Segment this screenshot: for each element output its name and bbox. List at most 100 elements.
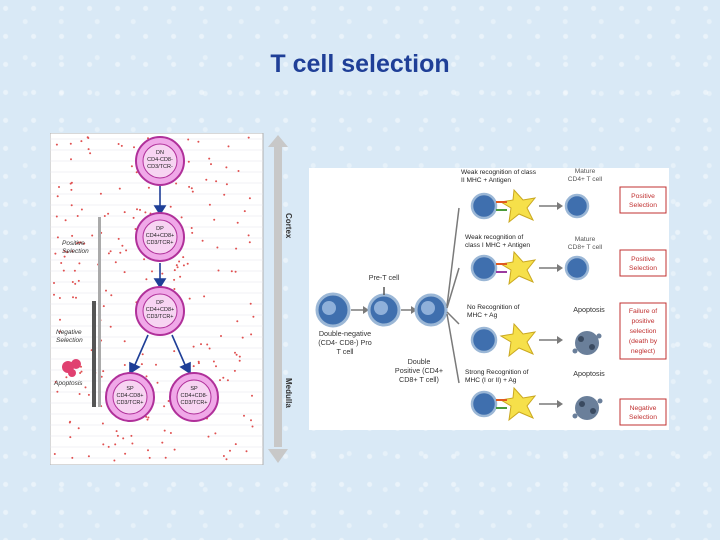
dot (68, 421, 71, 424)
dot (178, 260, 181, 263)
dot (173, 288, 176, 290)
svg-text:CD3/TCR+: CD3/TCR+ (180, 400, 207, 406)
dot (249, 302, 252, 305)
dot (59, 318, 61, 321)
dot (180, 216, 183, 219)
dot (164, 456, 167, 459)
row1-cell-interaction (470, 188, 537, 224)
dot (173, 278, 176, 281)
mature-cd4-label-2: CD4+ T cell (568, 176, 603, 183)
dot (76, 215, 79, 217)
cell-sp-left: SP CD4-CD8+ CD3/TCR+ (105, 372, 155, 422)
dot (190, 227, 193, 229)
dot (71, 234, 74, 237)
dot (135, 171, 138, 174)
dot (62, 269, 65, 272)
dot (216, 246, 219, 249)
dot (208, 203, 211, 206)
dot (144, 211, 147, 214)
svg-text:CD4-CD8+: CD4-CD8+ (116, 393, 143, 399)
cortex-label: Cortex (284, 213, 293, 239)
dot (99, 192, 102, 195)
dot (133, 146, 135, 149)
double-positive-cell (414, 293, 448, 327)
svg-text:neglect): neglect) (631, 348, 655, 355)
dot (107, 212, 110, 215)
thymus-selection-diagram: Cortex Medulla Positive Selection Negati… (49, 132, 294, 466)
dot (200, 343, 202, 346)
dot (234, 351, 236, 354)
cell-dp-2: DP CD4+CD8+ CD3/TCR+ (135, 286, 185, 336)
positive-selection-label-1: Positive (62, 240, 85, 247)
no-recognition-label-1: No Recognition of (467, 304, 520, 311)
svg-text:Positive: Positive (631, 193, 655, 200)
dot (130, 165, 133, 168)
dot (225, 458, 228, 461)
dot (173, 448, 176, 451)
dot (175, 182, 178, 185)
mature-cd8-cell (564, 255, 590, 281)
dot (80, 140, 83, 143)
dot (252, 315, 255, 318)
dot (79, 372, 82, 374)
negative-selection-box: Negative Selection (619, 398, 667, 426)
dot (125, 249, 128, 252)
dot (156, 381, 159, 384)
dot (136, 208, 138, 211)
dot (63, 255, 66, 258)
dot (123, 364, 126, 366)
strong-recognition-label-2: MHC (I or II) + Ag (465, 377, 517, 384)
svg-text:Failure of: Failure of (629, 308, 657, 315)
dot (146, 418, 149, 421)
dot (241, 336, 244, 339)
dot (71, 456, 74, 459)
dot (222, 376, 225, 379)
mature-cd8-label-1: Mature (575, 236, 596, 243)
dot (197, 360, 200, 363)
dot (63, 250, 66, 252)
dot (71, 250, 74, 253)
dot (247, 136, 250, 139)
mature-cd4-cell (564, 193, 590, 219)
double-positive-label-2: Positive (CD4+ (395, 366, 443, 375)
dot (54, 252, 57, 255)
dot (102, 370, 105, 373)
svg-text:positive: positive (631, 318, 654, 325)
positive-selection-bar (98, 217, 101, 407)
dot (55, 143, 58, 146)
dot (64, 219, 67, 222)
dot (191, 190, 194, 193)
dot (226, 379, 229, 382)
double-negative-label-2: (CD4- CD8-) Pro (318, 338, 372, 347)
failure-positive-selection-box: Failure of positive selection (death by … (619, 302, 667, 360)
dot (173, 269, 176, 272)
dot (173, 350, 176, 353)
negative-selection-label-2: Selection (56, 337, 83, 344)
dot (55, 215, 58, 218)
dot (235, 353, 238, 356)
svg-text:selection: selection (630, 328, 657, 335)
dot (169, 432, 172, 434)
dot (201, 239, 204, 242)
medulla-label: Medulla (284, 378, 293, 408)
dot (236, 320, 239, 323)
dot (65, 376, 68, 379)
dot (233, 369, 236, 372)
svg-text:Selection: Selection (629, 265, 657, 272)
dot (237, 170, 240, 172)
dot (121, 244, 124, 247)
dot (58, 186, 60, 188)
dot (79, 241, 82, 244)
dot (84, 386, 87, 389)
dot (187, 160, 190, 163)
svg-text:CD3/TCR+: CD3/TCR+ (146, 240, 173, 246)
dot (109, 250, 112, 253)
negative-selection-label-1: Negative (56, 329, 82, 336)
slide-title: T cell selection (270, 50, 450, 78)
dot (87, 137, 90, 139)
dot (66, 251, 69, 254)
dot (190, 187, 193, 190)
dot (225, 166, 228, 169)
svg-text:CD4+CD8+: CD4+CD8+ (146, 233, 174, 239)
dot (109, 325, 112, 328)
